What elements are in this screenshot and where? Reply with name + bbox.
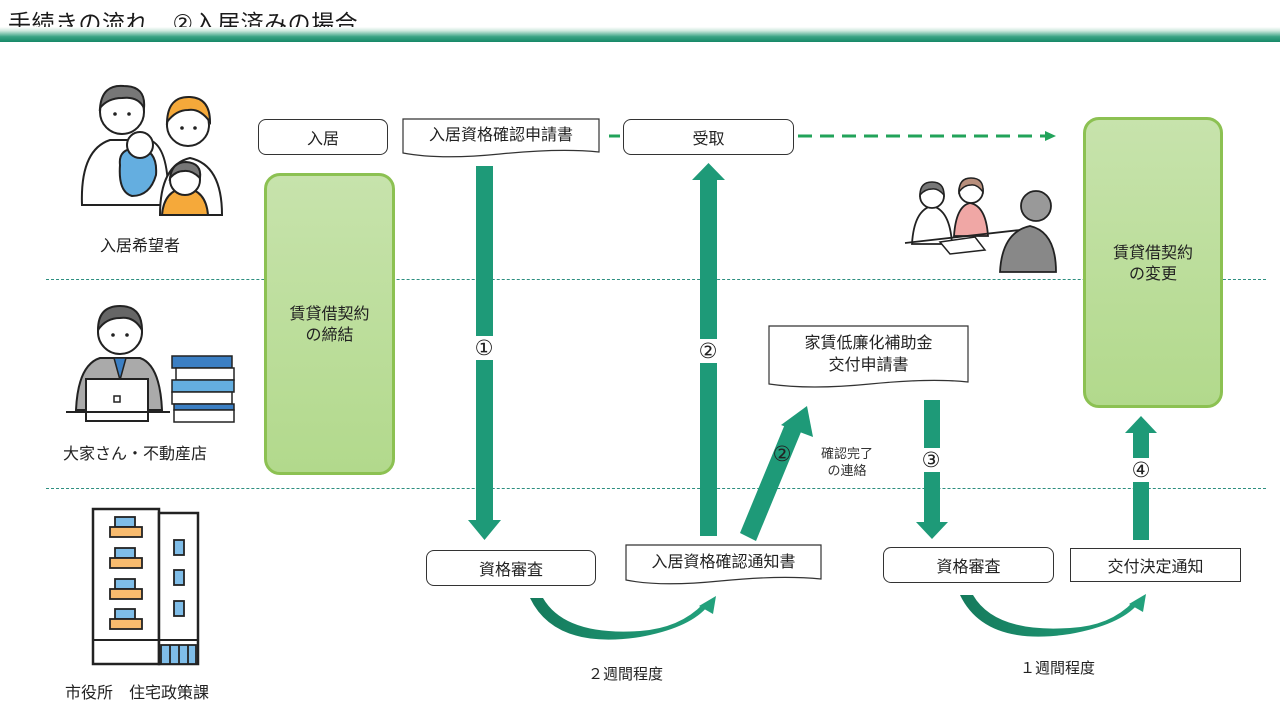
step-receive: 受取: [623, 119, 794, 155]
landlord-icon: [66, 304, 235, 423]
step-notice-doc: 入居資格確認通知書: [651, 552, 796, 571]
contract-sign-box: 賃貸借契約の締結: [264, 173, 395, 475]
application-doc-shape: [402, 118, 600, 158]
step-number-1: ①: [471, 336, 497, 360]
subsidy-form-line1: 家賃低廉化補助金: [804, 333, 933, 352]
step-number-3: ③: [918, 448, 944, 472]
subsidy-form-line2: 交付申請書: [828, 355, 909, 374]
contract-sign-line1: 賃貸借契約: [289, 304, 370, 323]
contract-change-box: 賃貸借契約の変更: [1083, 117, 1223, 408]
lane-divider-2: [46, 488, 1266, 489]
step-review-1: 資格審査: [426, 550, 596, 586]
step-review-2: 資格審査: [883, 547, 1054, 583]
confirm-contact-line2: の連絡: [827, 464, 867, 479]
meeting-icon: [904, 177, 1057, 273]
lane-divider-1: [46, 279, 1266, 280]
step-application-form: 入居資格確認申請書: [428, 125, 573, 144]
curve-arrow-first: [530, 598, 708, 640]
step-subsidy-form: 家賃低廉化補助金交付申請書: [769, 328, 968, 380]
step-number-2-diagonal: ②: [772, 442, 792, 466]
title-underline-bar: [0, 27, 1280, 42]
duration-first: ２週間程度: [588, 665, 664, 683]
city-hall-icon: [91, 507, 200, 666]
step-move-in: 入居: [258, 119, 388, 155]
family-icon: [80, 84, 224, 216]
contract-change-line1: 賃貸借契約: [1112, 242, 1193, 262]
contract-sign-line2: の締結: [305, 325, 354, 344]
duration-second: １週間程度: [1020, 659, 1096, 677]
actor-landlord-label: 大家さん・不動産店: [63, 444, 208, 463]
actor-city-label: 市役所 住宅政策課: [65, 683, 210, 702]
notice-doc-shape: [625, 544, 822, 585]
confirm-contact-line1: 確認完了: [820, 447, 873, 462]
arrow-step-2-diagonal: [740, 406, 813, 541]
step-number-4: ④: [1128, 458, 1154, 482]
step-grant-notice: 交付決定通知: [1070, 548, 1241, 582]
actor-applicant-label: 入居希望者: [100, 236, 181, 255]
step-number-2: ②: [695, 339, 721, 363]
curve-arrow-second: [960, 595, 1138, 637]
contract-change-line2: の変更: [1128, 263, 1177, 283]
subsidy-doc-shape: [768, 325, 969, 388]
confirm-contact-note: 確認完了 の連絡: [812, 446, 882, 480]
